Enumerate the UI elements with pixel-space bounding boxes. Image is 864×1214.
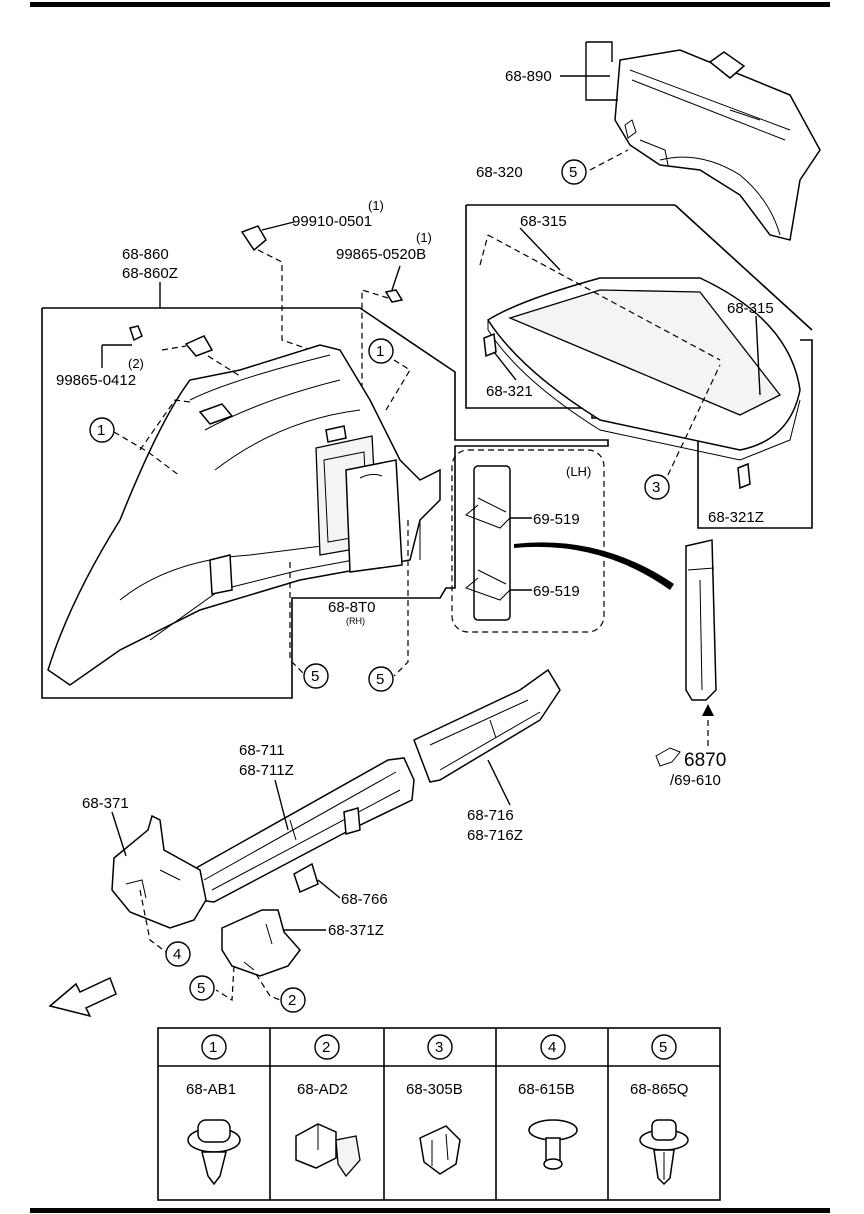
part-68-371-side-trim [111,814,207,929]
label-99865-0412: 99865-0412 [56,372,136,389]
part-lid-clip [325,425,347,443]
label-69-519-a: 69-519 [533,511,580,528]
label-68-371z: 68-371Z [328,922,384,939]
legend-marker-4 [540,1034,566,1060]
label-68-371: 68-371 [82,795,129,812]
label-68-860z: 68-860Z [122,265,178,282]
legend-marker-3 [427,1034,453,1060]
part-99910-0501-clip [240,225,267,252]
marker-1-left-label: 1 [97,422,105,439]
marker-2 [280,987,306,1013]
marker-5-top [561,159,587,185]
part-99865-0520b-bolt [384,289,404,303]
swoop-arrow [514,542,674,590]
legend-num-2: 2 [322,1039,330,1056]
label-68-860: 68-860 [122,246,169,263]
qty-99865-0412: (2) [128,356,144,371]
label-99910-0501: 99910-0501 [292,213,372,230]
label-68-716z: 68-716Z [467,827,523,844]
label-68-890: 68-890 [505,68,552,85]
marker-1-right-label: 1 [376,343,384,360]
marker-5-mid-right-label: 5 [376,671,384,688]
clip-68-615b-icon [528,1119,578,1170]
legend-part-68-615b: 68-615B [518,1081,575,1098]
label-69-610: /69-610 [670,772,721,789]
legend-part-68-305b: 68-305B [406,1081,463,1098]
qty-99865-0520b: (1) [416,230,432,245]
marker-5-mid-left-label: 5 [311,668,319,685]
part-6870-jack-cover [685,539,717,701]
label-lh: (LH) [566,464,591,479]
top-rule [30,2,830,7]
marker-5-bottom [189,975,215,1001]
qty-99910: (1) [368,198,384,213]
part-68-321z-clip [737,462,751,490]
legend-num-3: 3 [435,1039,443,1056]
label-99865-0520b: 99865-0520B [336,246,426,263]
fastener-legend-table [157,1027,721,1201]
marker-2-label: 2 [288,992,296,1009]
lh-detail-box [451,449,605,633]
part-clip-68-ad2-top [184,335,214,357]
label-68-766: 68-766 [341,891,388,908]
label-68-315-a: 68-315 [520,213,567,230]
part-68-321-clip [483,332,497,358]
legend-marker-2 [314,1034,340,1060]
legend-part-68-ad2: 68-AD2 [297,1081,348,1098]
legend-marker-1 [201,1034,227,1060]
bottom-rule [30,1208,830,1213]
legend-part-68-865q: 68-865Q [630,1081,688,1098]
label-rh: (RH) [346,616,365,626]
label-68-716: 68-716 [467,807,514,824]
part-99865-0412-bolt [129,325,143,342]
clip-68-ad2-icon [295,1123,361,1178]
marker-3 [644,474,670,500]
marker-5-mid-right [368,666,394,692]
clip-68-305b-icon [419,1125,461,1175]
marker-1-right [368,338,394,364]
part-68-315-tray [486,277,801,461]
label-68-711z: 68-711Z [239,762,294,779]
label-68-711: 68-711 [239,742,285,759]
marker-3-label: 3 [652,479,660,496]
label-6870: 6870 [684,750,726,771]
clip-68-865q-icon [639,1119,689,1186]
marker-4-label: 4 [173,946,181,963]
label-68-320: 68-320 [476,164,523,181]
legend-part-68-ab1: 68-AB1 [186,1081,236,1098]
marker-5-bottom-label: 5 [197,980,205,997]
part-68-766-clip [293,862,319,894]
label-68-321: 68-321 [486,383,533,400]
part-68-371z-side-trim [221,909,301,977]
clip-68-ab1-icon [187,1119,241,1186]
marker-5-mid-left [303,663,329,689]
legend-num-4: 4 [548,1039,556,1056]
legend-marker-5 [651,1034,677,1060]
part-68-716-scuff-plate [413,668,561,783]
fwd-arrow-icon [48,976,117,1018]
legend-num-1: 1 [209,1039,217,1056]
marker-4 [165,941,191,967]
label-68-315-b: 68-315 [727,300,774,317]
label-68-8t0: 68-8T0 [328,599,376,616]
marker-1-left [89,417,115,443]
label-69-519-b: 69-519 [533,583,580,600]
part-68-890-rear-panel [614,49,821,241]
marker-5-top-label: 5 [569,164,577,181]
legend-num-5: 5 [659,1039,667,1056]
label-68-321z: 68-321Z [708,509,764,526]
hand-pointer-icon [655,747,681,767]
part-68-8t0-access-lid [315,435,403,573]
